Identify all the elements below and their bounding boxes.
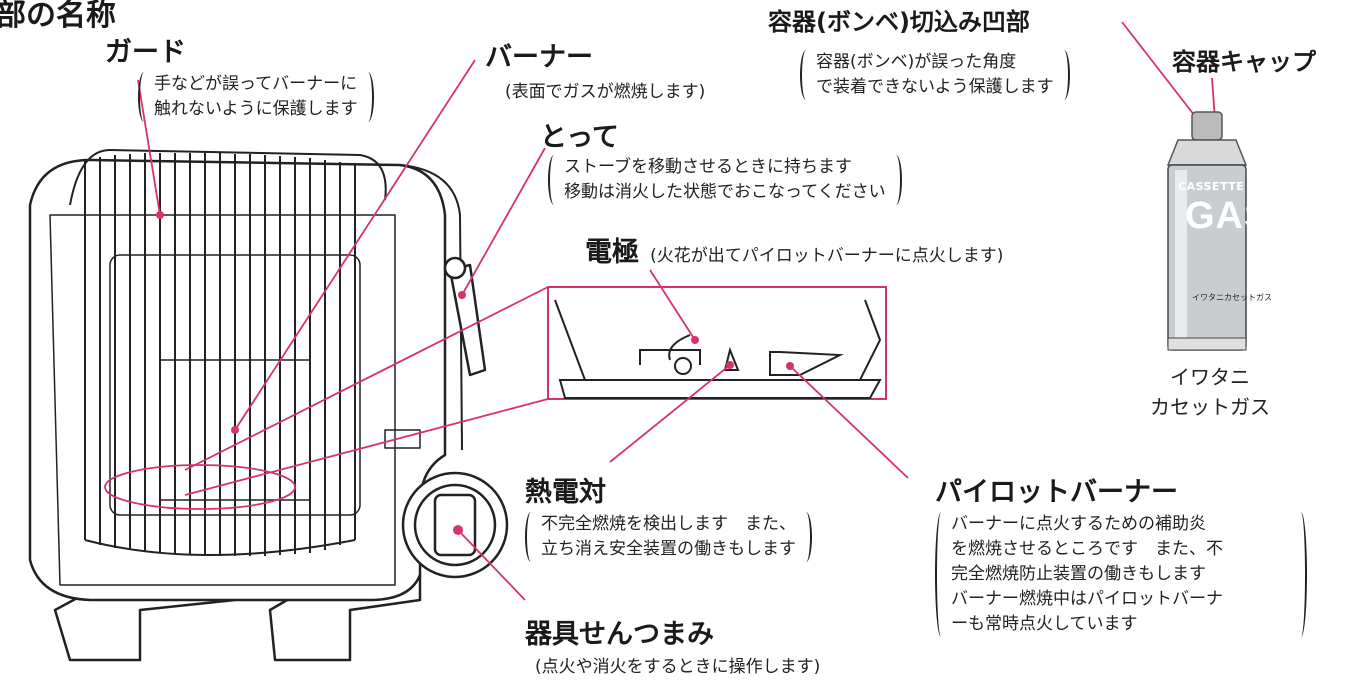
burner-desc: (表面でガスが燃焼します) bbox=[505, 82, 706, 102]
section-title: 部の名称 bbox=[0, 0, 116, 33]
thermocouple-desc-line-1: 不完全燃焼を検出します また、 bbox=[541, 514, 796, 534]
pilot-burner-title: パイロットバーナー bbox=[935, 477, 1178, 508]
guard-wires bbox=[69, 148, 387, 556]
notch-desc-line-1: 容器(ボンベ)が誤った角度 bbox=[816, 52, 1017, 72]
guard-desc: 手などが誤ってバーナーに 触れないように保護します bbox=[138, 72, 374, 122]
guard-title: ガード bbox=[105, 37, 186, 68]
handle-title: とって bbox=[540, 122, 619, 153]
heater-illustration bbox=[28, 158, 509, 662]
handle-desc: ストーブを移動させるときに持ちます 移動は消火した状態でおこなってください bbox=[548, 155, 902, 205]
notch-desc: 容器(ボンベ)が誤った角度 で装着できないよう保護します bbox=[800, 50, 1070, 100]
notch-title: 容器(ボンベ)切込み凹部 bbox=[768, 8, 1030, 36]
pilot-burner-desc-line-3: 完全燃焼防止装置の働きもします bbox=[951, 564, 1206, 584]
gas-cartridge-illustration bbox=[1166, 111, 1248, 351]
pilot-burner-desc-line-5: ーも常時点火しています bbox=[951, 614, 1138, 634]
cartridge-caption-line-2: カセットガス bbox=[1150, 395, 1270, 419]
valve-knob-title: 器具せんつまみ bbox=[525, 619, 714, 650]
notch-desc-line-2: で装着できないよう保護します bbox=[816, 77, 1054, 97]
handle-desc-line-1: ストーブを移動させるときに持ちます bbox=[564, 157, 852, 177]
inset-detail bbox=[547, 286, 887, 400]
thermocouple-desc: 不完全燃焼を検出します また、 立ち消え安全装置の働きもします bbox=[525, 512, 812, 562]
electrode-label: 電極 (火花が出てパイロットバーナーに点火します) bbox=[585, 230, 1003, 269]
pilot-burner-desc-line-1: バーナーに点火するための補助炎 bbox=[951, 514, 1206, 534]
cartridge-caption-line-1: イワタニ bbox=[1170, 365, 1250, 389]
guard-desc-line-1: 手などが誤ってバーナーに bbox=[154, 74, 358, 94]
pilot-burner-desc-line-2: を燃焼させるところです また、不 bbox=[951, 539, 1223, 559]
cartridge-label-big: GAS bbox=[1185, 195, 1271, 237]
burner-title: バーナー bbox=[485, 42, 593, 73]
guard-desc-line-2: 触れないように保護します bbox=[154, 99, 358, 119]
electrode-title: 電極 bbox=[585, 237, 639, 268]
thermocouple-desc-line-2: 立ち消え安全装置の働きもします bbox=[541, 539, 796, 559]
cartridge-caption: イワタニ カセットガス bbox=[1150, 362, 1270, 422]
cap-title: 容器キャップ bbox=[1172, 48, 1316, 76]
thermocouple-title: 熱電対 bbox=[525, 477, 606, 508]
pilot-burner-desc-line-4: バーナー燃焼中はパイロットバーナ bbox=[951, 589, 1223, 609]
cartridge-label-brand: イワタニカセットガス bbox=[1192, 293, 1272, 302]
cartridge-label-top: CASSETTE bbox=[1178, 180, 1245, 193]
handle-desc-line-2: 移動は消火した状態でおこなってください bbox=[564, 182, 886, 202]
valve-knob-desc: (点火や消火をするときに操作します) bbox=[535, 657, 821, 677]
pilot-burner-desc: バーナーに点火するための補助炎 を燃焼させるところです また、不 完全燃焼防止装… bbox=[935, 512, 1307, 637]
callout-dots bbox=[156, 211, 794, 434]
electrode-desc: (火花が出てパイロットバーナーに点火します) bbox=[650, 246, 1004, 266]
